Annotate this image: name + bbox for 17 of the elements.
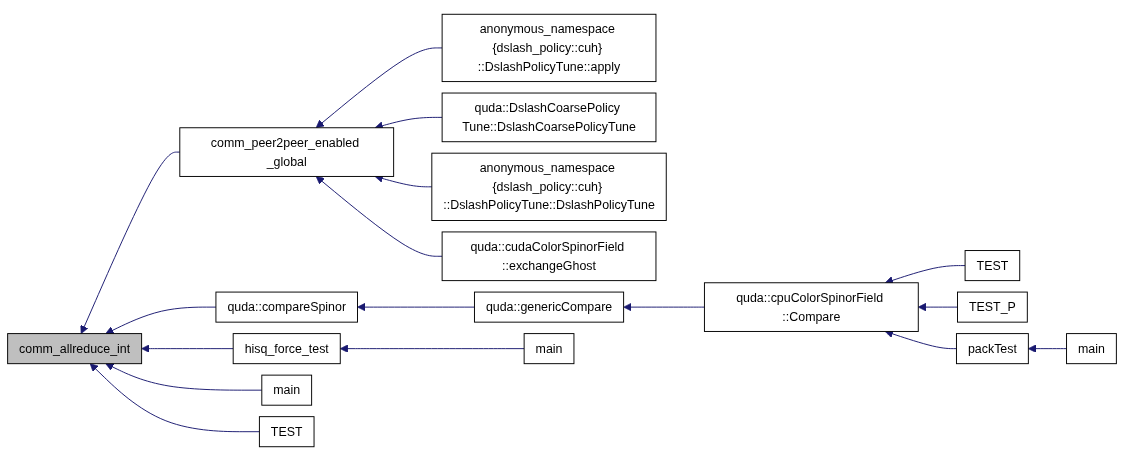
- node-box: comm_allreduce_int: [7, 333, 143, 365]
- node-box: quda::compareSpinor: [215, 291, 358, 323]
- node-box: TEST_P: [957, 291, 1028, 323]
- node-box: quda::DslashCoarsePolicy Tune::DslashCoarsePolicyTune: [441, 92, 657, 143]
- node-box: main: [261, 374, 313, 406]
- node-box: quda::genericCompare: [474, 291, 625, 323]
- node-box: TEST: [258, 416, 315, 448]
- node-box: main: [1066, 333, 1117, 365]
- node-box: comm_peer2peer_enabled _global: [179, 127, 395, 177]
- node-box: TEST: [964, 250, 1021, 282]
- node-box: anonymous_namespace {dslash_policy::cuh} ::DslashPolicyTune::DslashPolicyTune: [431, 152, 667, 221]
- node-box: quda::cpuColorSpinorField ::Compare: [703, 282, 919, 332]
- node-box: quda::cudaColorSpinorField ::exchangeGhost: [441, 231, 657, 282]
- node-box: hisq_force_test: [232, 333, 341, 365]
- node-box: packTest: [956, 333, 1029, 365]
- node-box: anonymous_namespace {dslash_policy::cuh} ::DslashPolicyTune::apply: [441, 13, 657, 83]
- node-box: main: [523, 333, 575, 365]
